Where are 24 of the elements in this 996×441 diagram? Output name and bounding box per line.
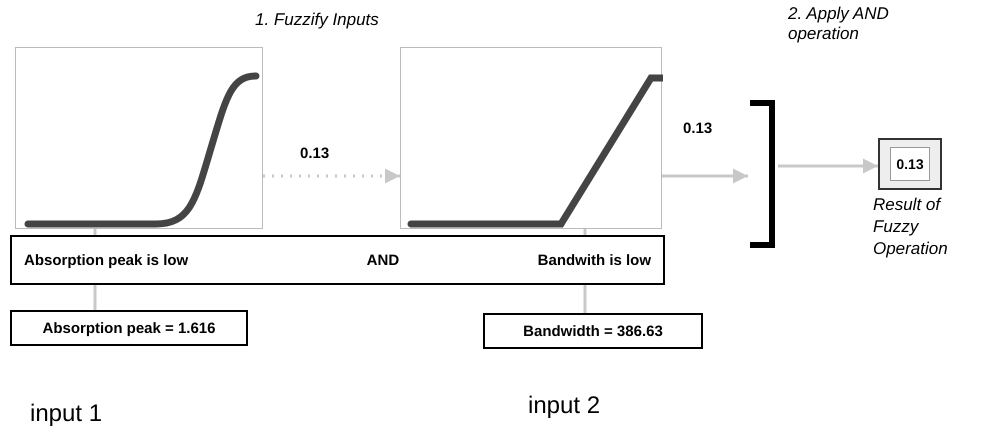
rule-text: Absorption peak is low: [24, 252, 188, 268]
connector-line: [584, 229, 586, 235]
step-heading: 2. Apply AND operation: [788, 4, 890, 45]
edge-label: 0.13: [683, 120, 712, 137]
membership-function-plot: [400, 47, 662, 229]
step-heading: 1. Fuzzify Inputs: [255, 10, 380, 30]
arrow: [662, 168, 748, 184]
rule-text: Bandwith is low: [538, 252, 651, 268]
input-label: input 1: [30, 400, 104, 429]
membership-function-plot: [15, 47, 263, 229]
input-label: input 2: [528, 392, 602, 421]
connector-line: [94, 229, 96, 235]
result-caption: Result of Fuzzy Operation: [873, 194, 949, 260]
input-value-box: Bandwidth = 386.63: [483, 313, 703, 349]
operator-text: AND: [366, 252, 400, 268]
connector-line: [584, 285, 586, 313]
edge-label: 0.13: [300, 145, 330, 162]
result-box: [878, 138, 942, 190]
result-value: 0.13: [890, 147, 930, 181]
bracket-symbol: [748, 100, 778, 248]
arrow: [778, 158, 878, 174]
arrow: [263, 168, 400, 184]
input-value-box: Absorption peak = 1.616: [10, 310, 248, 346]
connector-line: [94, 285, 96, 310]
